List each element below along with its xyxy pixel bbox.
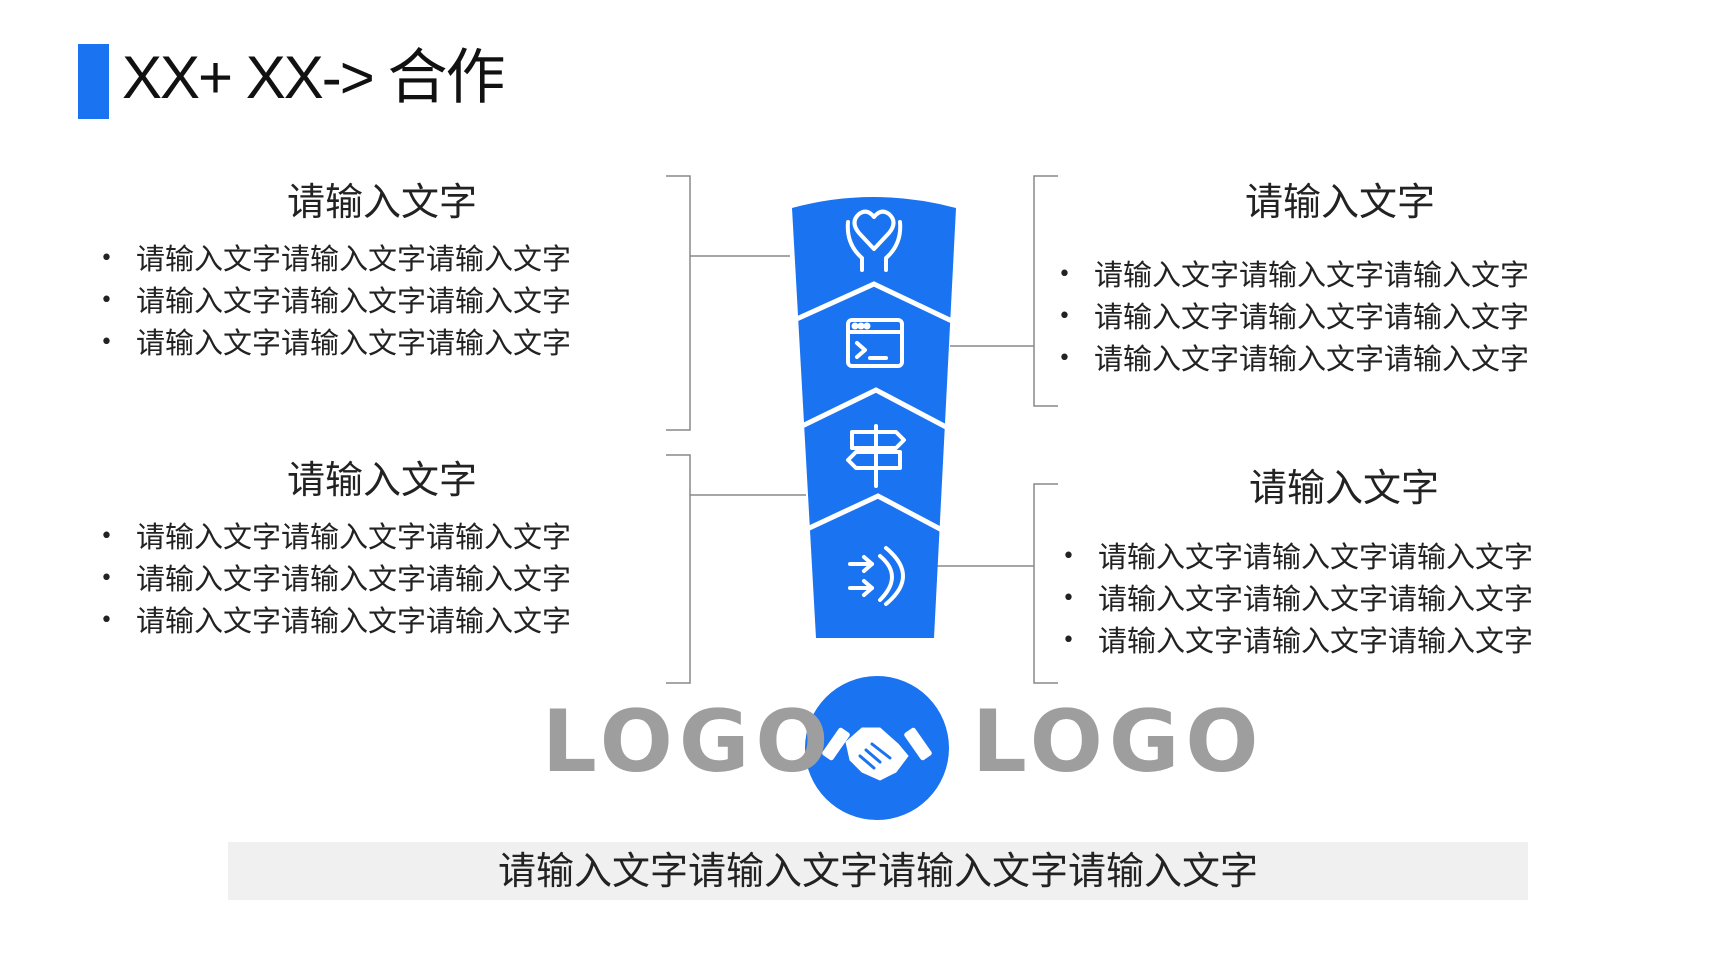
block-heading: 请输入文字 xyxy=(286,458,477,502)
title-accent-bar xyxy=(78,44,109,119)
bullet-item: 请输入文字请输入文字请输入文字 xyxy=(92,516,712,558)
text-block-top-right: 请输入文字 请输入文字请输入文字请输入文字 请输入文字请输入文字请输入文字 请输… xyxy=(1050,180,1670,380)
bullet-list: 请输入文字请输入文字请输入文字 请输入文字请输入文字请输入文字 请输入文字请输入… xyxy=(92,238,712,364)
text-block-bottom-right: 请输入文字 请输入文字请输入文字请输入文字 请输入文字请输入文字请输入文字 请输… xyxy=(1054,466,1674,662)
bullet-item: 请输入文字请输入文字请输入文字 xyxy=(1054,578,1674,620)
footer-band: 请输入文字请输入文字请输入文字请输入文字 xyxy=(228,842,1528,900)
signal-arrows-icon xyxy=(848,546,905,606)
bullet-item: 请输入文字请输入文字请输入文字 xyxy=(92,280,712,322)
bracket-right-bottom xyxy=(936,483,1058,684)
bullet-list: 请输入文字请输入文字请输入文字 请输入文字请输入文字请输入文字 请输入文字请输入… xyxy=(1050,254,1670,380)
bullet-item: 请输入文字请输入文字请输入文字 xyxy=(1054,536,1674,578)
page-title: XX+ XX-> 合作 xyxy=(122,44,505,111)
block-heading: 请输入文字 xyxy=(1244,180,1435,224)
bullet-item: 请输入文字请输入文字请输入文字 xyxy=(92,322,712,364)
handshake-icon xyxy=(822,727,932,781)
terminal-window-icon xyxy=(846,318,904,368)
block-heading: 请输入文字 xyxy=(1248,466,1439,510)
bullet-list: 请输入文字请输入文字请输入文字 请输入文字请输入文字请输入文字 请输入文字请输入… xyxy=(1054,536,1674,662)
bullet-item: 请输入文字请输入文字请输入文字 xyxy=(92,600,712,642)
block-heading: 请输入文字 xyxy=(286,180,477,224)
bullet-item: 请输入文字请输入文字请输入文字 xyxy=(1050,296,1670,338)
footer-text: 请输入文字请输入文字请输入文字请输入文字 xyxy=(497,849,1258,893)
text-block-bottom-left: 请输入文字 请输入文字请输入文字请输入文字 请输入文字请输入文字请输入文字 请输… xyxy=(92,458,712,642)
bracket-right-top xyxy=(950,175,1058,407)
bullet-item: 请输入文字请输入文字请输入文字 xyxy=(92,558,712,600)
bullet-item: 请输入文字请输入文字请输入文字 xyxy=(1054,620,1674,662)
bullet-item: 请输入文字请输入文字请输入文字 xyxy=(92,238,712,280)
bullet-list: 请输入文字请输入文字请输入文字 请输入文字请输入文字请输入文字 请输入文字请输入… xyxy=(92,516,712,642)
heart-hands-icon xyxy=(845,209,903,272)
partner-logo-right: LOGO xyxy=(972,692,1265,792)
bullet-item: 请输入文字请输入文字请输入文字 xyxy=(1050,338,1670,380)
text-block-top-left: 请输入文字 请输入文字请输入文字请输入文字 请输入文字请输入文字请输入文字 请输… xyxy=(92,180,712,364)
bullet-item: 请输入文字请输入文字请输入文字 xyxy=(1050,254,1670,296)
partner-logo-left: LOGO xyxy=(542,692,835,792)
funnel-body xyxy=(788,197,956,638)
signpost-icon xyxy=(846,424,906,488)
